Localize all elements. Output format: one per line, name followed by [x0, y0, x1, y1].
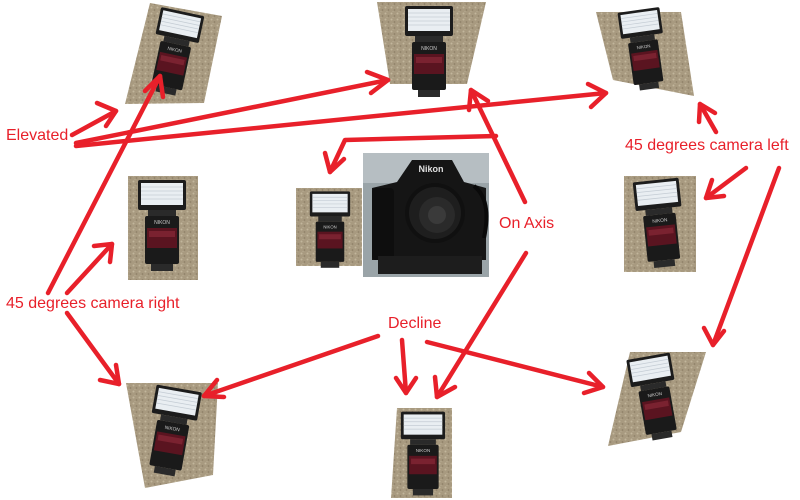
flash-photo-bottom-right [608, 351, 706, 446]
arrows [45, 69, 782, 400]
arrow-left-to-bottom-right [701, 165, 782, 348]
arrow-decline-to-bottom-left [201, 333, 381, 400]
arrow-left-to-middle-right [703, 165, 749, 201]
camera-photo: Nikon [363, 153, 489, 277]
arrow-decline-to-bottom-center [393, 337, 419, 396]
label-elevated: Elevated [6, 127, 69, 144]
flash-photo-center-left [296, 188, 362, 269]
label-on-axis: On Axis [499, 215, 555, 232]
label-45-degrees-camera-left: 45 degrees camera left [625, 137, 789, 154]
arrow-decline-to-bottom-right [424, 339, 606, 396]
arrow-elevated-to-top-center [73, 69, 391, 146]
flash-photo-top-left [125, 3, 222, 104]
flash-photo-top-right [596, 6, 694, 96]
arrow-right-to-middle-left [64, 241, 115, 296]
flash-photo-middle-left [128, 176, 198, 280]
arrow-on-axis-to-center-left [322, 133, 499, 175]
flash-photo-bottom-left [126, 383, 218, 488]
flash-photo-top-center [377, 2, 486, 98]
flash-photo-middle-right [624, 176, 696, 272]
arrow-left-to-top-right [696, 101, 719, 135]
arrow-right-to-top-left [45, 73, 166, 296]
arrow-elevated-to-top-right [73, 81, 609, 149]
arrow-right-to-bottom-left [64, 310, 122, 387]
arrow-elevated-to-top-left [69, 100, 119, 138]
camera-brand: Nikon [418, 164, 443, 174]
arrow-on-axis-to-top-center [466, 87, 528, 205]
arrow-on-axis-to-bottom-center [432, 250, 529, 400]
label-45-degrees-camera-right: 45 degrees camera right [6, 295, 180, 312]
flash-photo-bottom-center [391, 408, 452, 498]
label-decline: Decline [388, 315, 442, 332]
